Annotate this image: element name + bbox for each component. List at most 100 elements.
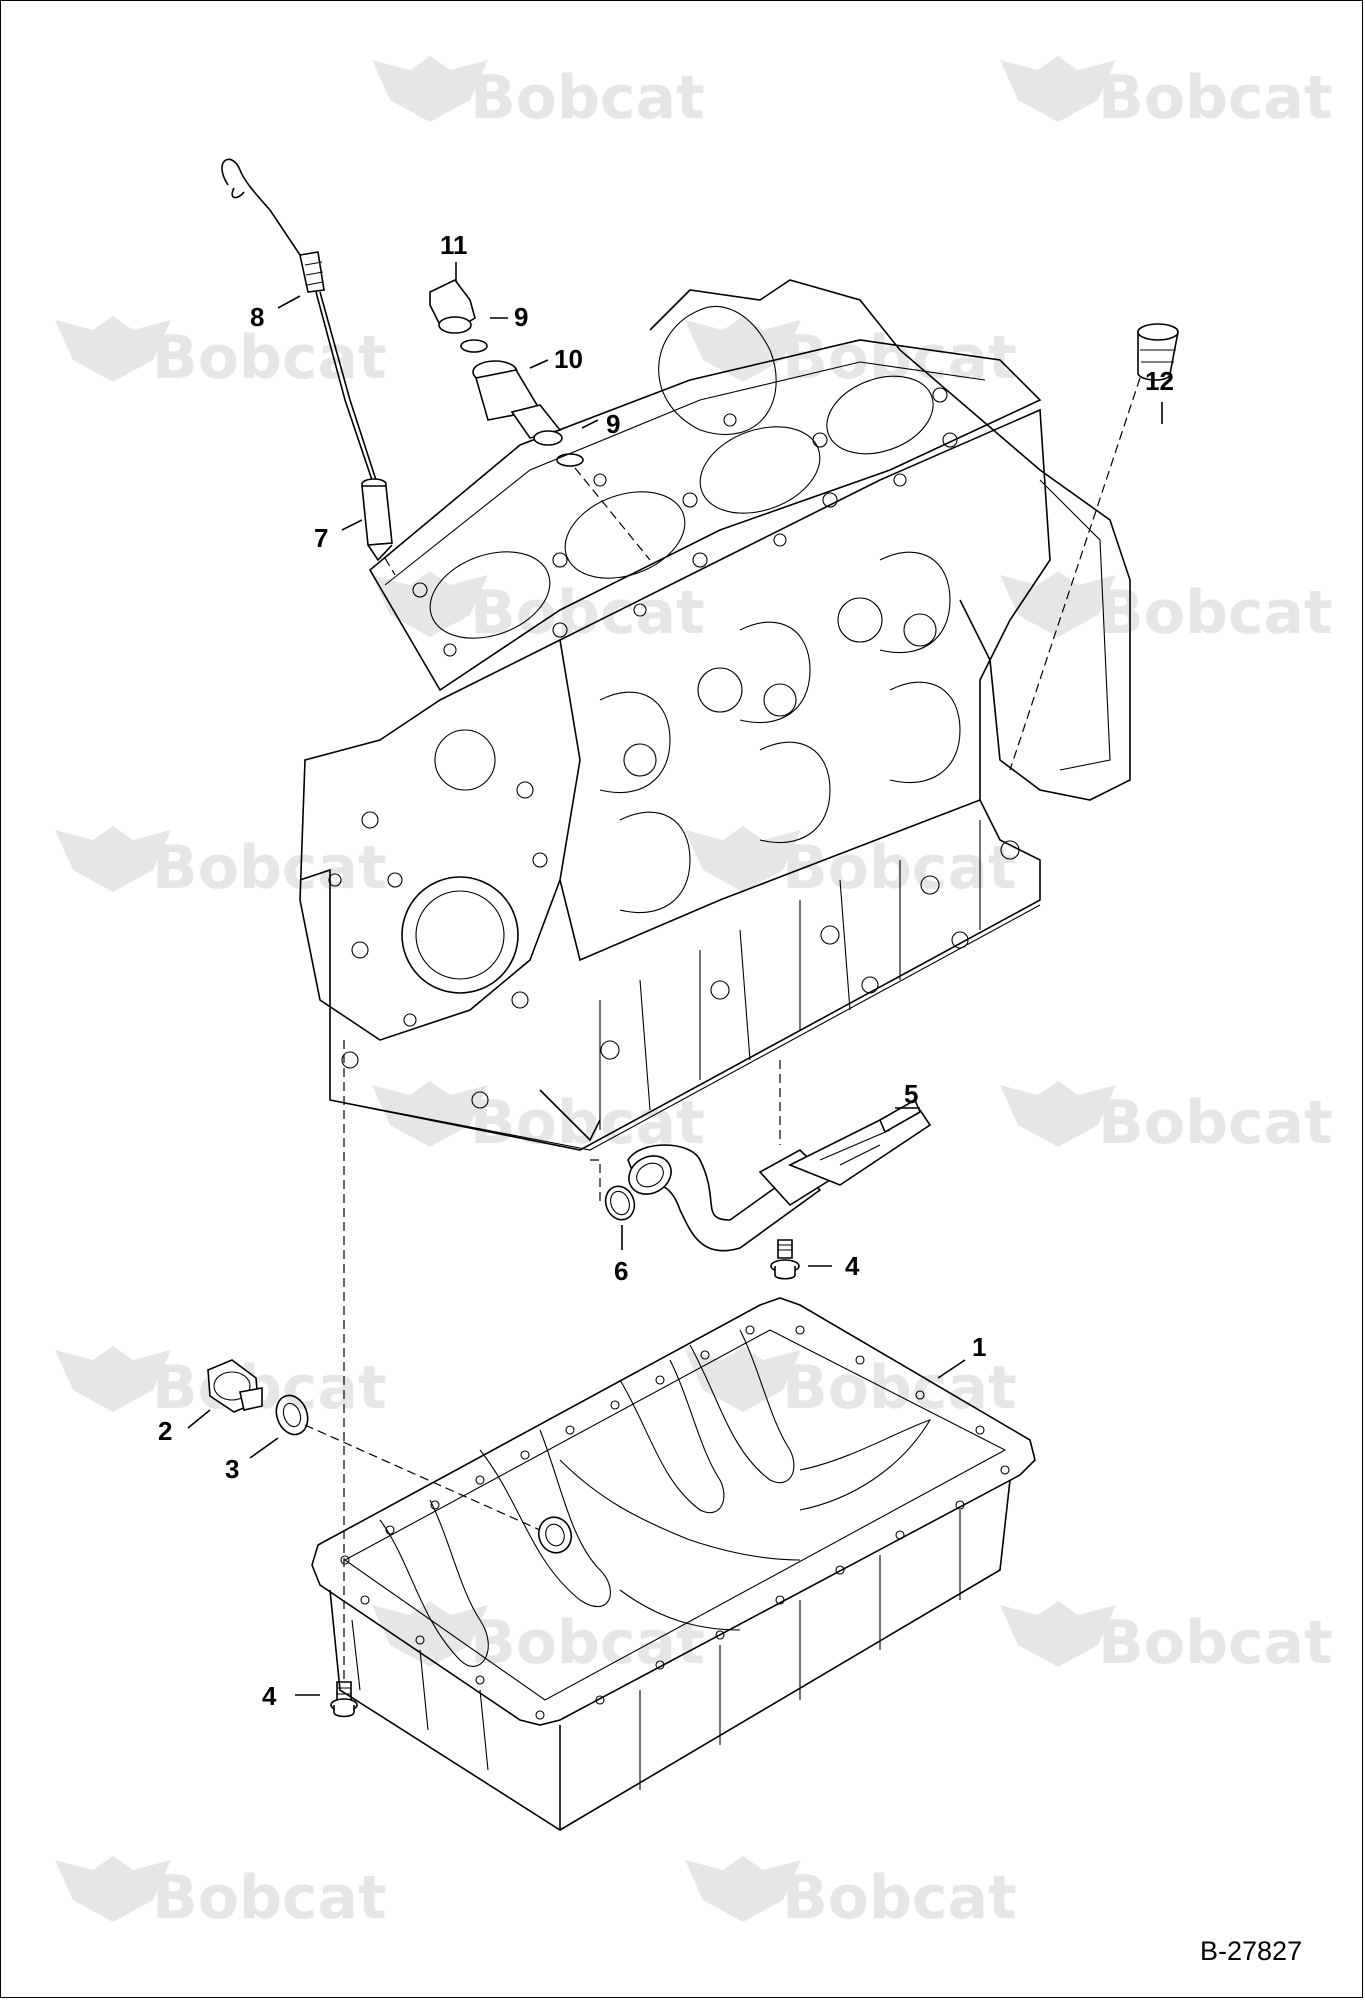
watermark: Bobcat: [1000, 571, 1333, 648]
callout-12: 12: [1145, 366, 1174, 396]
watermark: Bobcat: [55, 316, 387, 393]
part-9-o-ring-lower: [556, 453, 584, 467]
part-6-o-ring: [604, 1185, 636, 1221]
leader-sensor-dashed: [574, 467, 651, 561]
watermark-text: Bobcat: [782, 1353, 1017, 1423]
block-skirt: [299, 799, 1041, 1151]
watermark: Bobcat: [372, 1601, 705, 1678]
deck-edge: [384, 361, 986, 586]
leader-10: [529, 359, 549, 369]
cylinder-bore-3: [699, 426, 821, 514]
cylinder-bore-1: [429, 551, 551, 639]
block-side-wall: [559, 408, 1051, 962]
cylinder-head-deck: [368, 339, 1042, 692]
leader-7-dashed: [384, 557, 396, 576]
callout-7: 7: [314, 523, 328, 553]
watermark: Bobcat: [1000, 56, 1333, 133]
part-7-guide-tube: [361, 478, 393, 562]
watermark: Bobcat: [685, 826, 1017, 903]
part-3-washer: [275, 1394, 309, 1436]
part-8-dipstick: [221, 158, 377, 481]
watermark-text: Bobcat: [782, 323, 1017, 393]
watermark-text: Bobcat: [470, 63, 705, 133]
part-10-adapter: [472, 360, 563, 446]
leader-6-dashed: [590, 1159, 601, 1205]
part-4-bolt-lower: [330, 1681, 358, 1718]
watermark-text: Bobcat: [152, 323, 387, 393]
watermark-text: Bobcat: [1098, 1608, 1333, 1678]
flywheel-opening: [658, 305, 777, 436]
leader-3-dashed: [304, 1424, 541, 1531]
callout-2: 2: [158, 1416, 172, 1446]
part-4-bolt-upper: [770, 1239, 800, 1280]
front-face-holes: [328, 781, 548, 1027]
skirt-ribs: [599, 820, 981, 1130]
oil-pan-bolt-holes: [340, 1325, 1010, 1720]
watermark-text: Bobcat: [152, 1353, 387, 1423]
figure-reference-code: B-27827: [1200, 1936, 1302, 1966]
callout-leaders: [187, 262, 1163, 1696]
cylinder-bore-4: [826, 375, 934, 455]
watermark-text: Bobcat: [1098, 1088, 1333, 1158]
cylinder-bore-2: [564, 491, 686, 579]
housing-flange: [1039, 479, 1111, 771]
front-bore-upper: [434, 729, 496, 791]
part-1-oil-pan: [311, 1297, 1036, 1831]
leader-1: [937, 1359, 966, 1379]
watermark-text: Bobcat: [152, 1863, 387, 1933]
callout-6: 6: [614, 1256, 628, 1286]
watermark: Bobcat: [1000, 1081, 1333, 1158]
leader-2: [187, 1409, 211, 1429]
callout-8: 8: [250, 302, 264, 332]
engine-block: [299, 279, 1131, 1151]
crankshaft-seal-inner: [415, 890, 505, 980]
crankshaft-seal-bore: [401, 876, 519, 994]
watermark: Bobcat: [372, 56, 705, 133]
watermark-text: Bobcat: [782, 1863, 1017, 1933]
main-bearing-webs: [599, 551, 961, 914]
callout-labels: 1 2 3 4 4 5 6 7 8 9 9 10 11 12: [158, 230, 1174, 1711]
callout-10: 10: [554, 344, 583, 374]
watermark: Bobcat: [55, 1856, 387, 1933]
watermark: Bobcat: [1000, 1601, 1333, 1678]
leader-7: [341, 519, 363, 531]
watermark-text: Bobcat: [1098, 63, 1333, 133]
leader-3: [249, 1437, 279, 1459]
watermark: Bobcat: [685, 316, 1017, 393]
skirt-bottom: [329, 904, 1041, 1151]
watermark: Bobcat: [685, 1346, 1017, 1423]
callout-3: 3: [225, 1454, 239, 1484]
part-5-oil-strainer: [627, 1098, 932, 1252]
deck-bolt-holes: [412, 387, 958, 657]
skirt-lower-edge: [539, 1089, 601, 1142]
watermark: Bobcat: [685, 1856, 1017, 1933]
watermark-text: Bobcat: [470, 578, 705, 648]
leader-9b: [581, 419, 599, 429]
watermark: Bobcat: [55, 826, 387, 903]
watermark-text: Bobcat: [1098, 578, 1333, 648]
skirt-bolt-holes: [341, 840, 1020, 1109]
part-2-drain-plug: [207, 1359, 263, 1413]
leader-8: [277, 295, 301, 309]
callout-1: 1: [972, 1332, 986, 1362]
callout-4-lower: 4: [262, 1681, 277, 1711]
watermark-text: Bobcat: [470, 1608, 705, 1678]
part-9-o-ring-upper: [460, 339, 488, 353]
watermark: Bobcat: [55, 1346, 387, 1423]
callout-9-upper: 9: [514, 302, 528, 332]
part-6-o-ring-inner: [610, 1190, 630, 1216]
watermark-text: Bobcat: [782, 833, 1017, 903]
leader-12-dashed: [1009, 377, 1141, 771]
front-face: [299, 638, 581, 1041]
part-12-plug: [1137, 323, 1179, 381]
callout-11: 11: [440, 230, 468, 260]
flywheel-housing: [649, 279, 1131, 801]
callout-4-upper: 4: [845, 1251, 860, 1281]
watermark-layer: Bobcat Bobcat Bobcat Bobcat Bobcat Bobca…: [55, 56, 1333, 1933]
part-11-sensor-cap: [429, 278, 476, 334]
watermark-text: Bobcat: [152, 833, 387, 903]
callout-5: 5: [904, 1079, 918, 1109]
callout-9-lower: 9: [606, 409, 620, 439]
